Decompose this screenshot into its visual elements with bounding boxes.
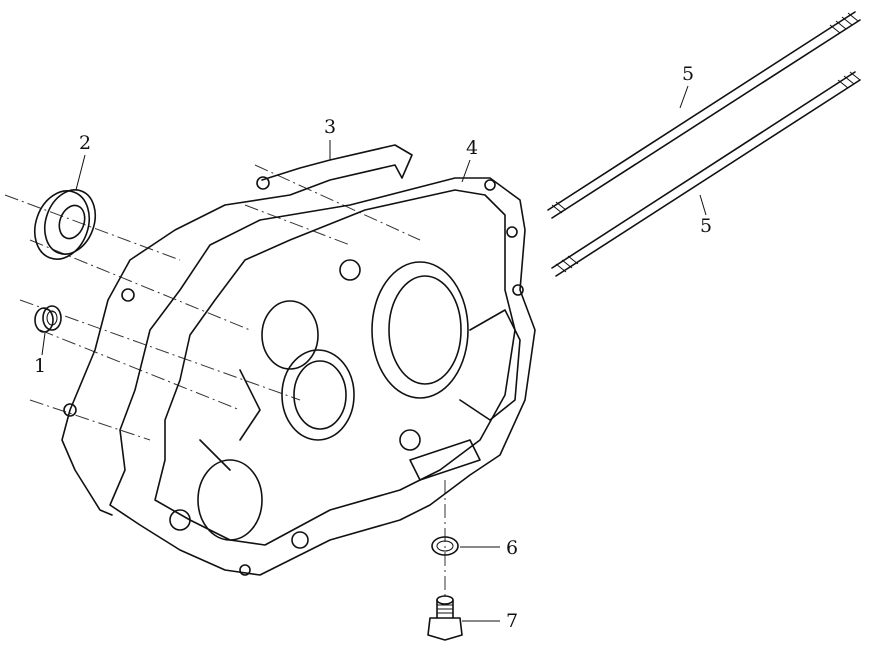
stud-bolt-lower <box>551 71 861 277</box>
callout-4: 4 <box>466 137 479 159</box>
callout-5-lower: 5 <box>700 215 713 237</box>
washer <box>431 536 459 556</box>
callout-3: 3 <box>324 116 337 138</box>
crankcase <box>109 177 536 576</box>
callout-5-upper: 5 <box>682 63 695 85</box>
leader-lines <box>41 85 707 622</box>
gasket <box>61 144 413 516</box>
needle-bearing <box>34 305 62 333</box>
drain-bolt <box>427 595 463 641</box>
callout-6: 6 <box>506 537 519 559</box>
center-lines <box>4 164 446 600</box>
callout-1: 1 <box>34 355 47 377</box>
callout-2: 2 <box>79 132 92 154</box>
bearing <box>33 189 97 260</box>
stud-bolt-upper <box>547 11 861 219</box>
callout-7: 7 <box>506 610 519 632</box>
